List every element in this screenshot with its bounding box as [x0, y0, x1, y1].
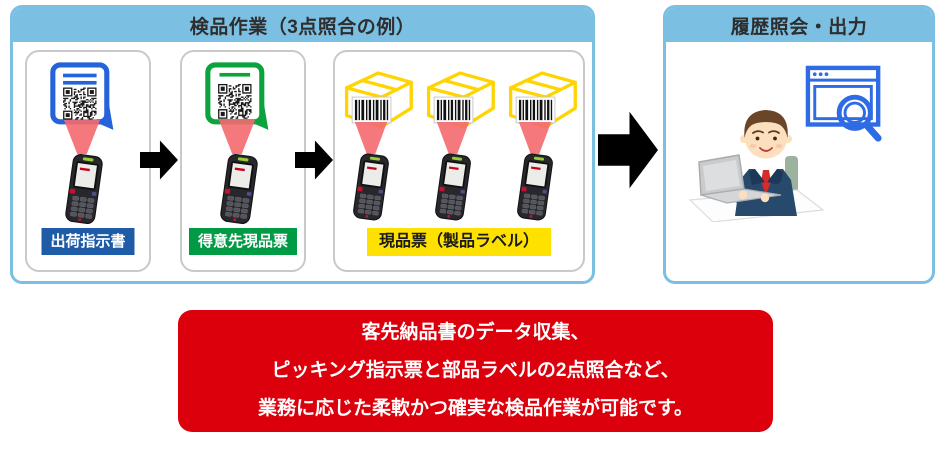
step-card-shipping-instruction: 出荷指示書 [25, 50, 151, 272]
scan-beam [436, 122, 470, 154]
scan-beam [218, 120, 256, 154]
person-at-laptop-illustration [688, 110, 825, 222]
handheld-scanner-icon [61, 150, 107, 228]
scan-beam [518, 122, 552, 154]
step-label-shipping-instruction: 出荷指示書 [41, 228, 135, 255]
handheld-scanner-icon [513, 150, 557, 224]
step-card-customer-tag: 得意先現品票 [180, 50, 306, 272]
arrow-right-icon [295, 140, 333, 180]
step-label-customer-tag: 得意先現品票 [188, 228, 298, 255]
scan-beam [63, 120, 101, 154]
inspection-panel-title: 検品作業（3点照合の例） [13, 8, 592, 42]
message-line-2: ピッキング指示票と部品ラベルの2点照合など、 [271, 360, 680, 381]
arrow-right-icon [598, 111, 658, 189]
message-line-3: 業務に応じた柔軟かつ確実な検品作業が可能です。 [257, 398, 694, 419]
step-card-product-labels: 現品票（製品ラベル） [333, 50, 585, 272]
scan-beam [354, 122, 388, 154]
arrow-right-icon [140, 140, 178, 180]
history-panel: 履歴照会・出力 [663, 5, 935, 284]
history-panel-title: 履歴照会・出力 [666, 8, 932, 42]
handheld-scanner-icon [349, 150, 393, 224]
message-line-1: 客先納品書のデータ収集、 [361, 322, 590, 343]
handheld-scanner-icon [431, 150, 475, 224]
step-label-product-labels: 現品票（製品ラベル） [366, 228, 552, 256]
message-box: 客先納品書のデータ収集、 ピッキング指示票と部品ラベルの2点照合など、 業務に応… [178, 310, 773, 432]
browser-search-icon [805, 65, 882, 142]
handheld-scanner-icon [216, 150, 262, 228]
